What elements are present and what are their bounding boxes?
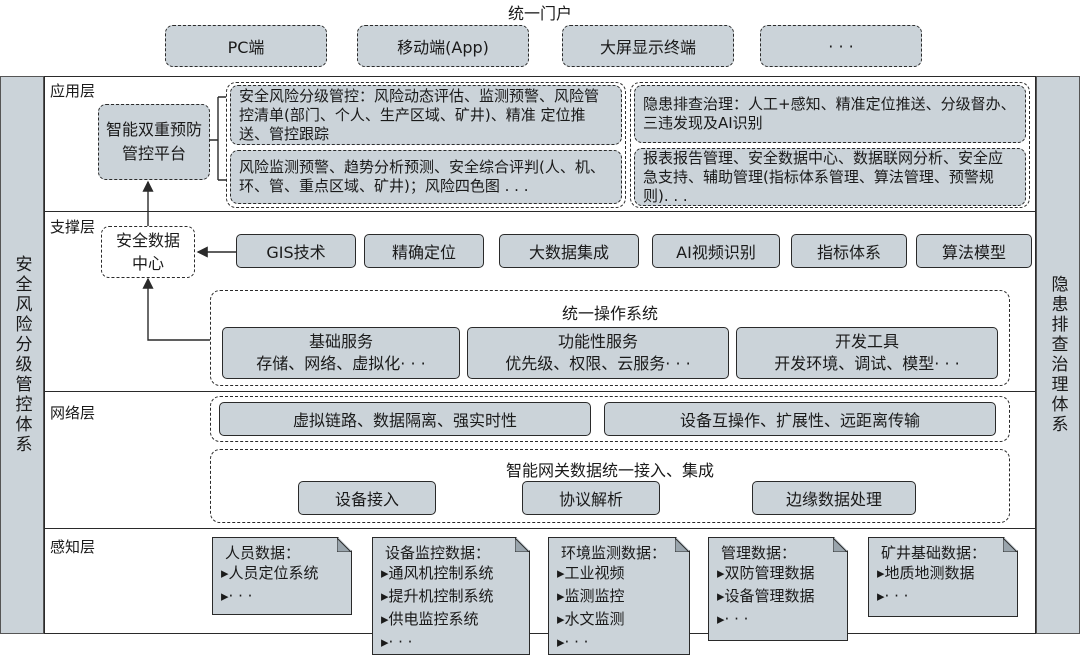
portal-pc[interactable]: PC端 (165, 25, 327, 67)
service-dev-tools-name: 开发工具 (834, 332, 899, 351)
gateway-title: 智能网关数据统一接入、集成 (505, 461, 714, 480)
doc-equipment-item-4-label: · · · (388, 633, 413, 651)
layer-label-perception: 感知层 (50, 538, 96, 556)
divider-perception (44, 528, 1036, 529)
doc-management-title: 管理数据： (721, 544, 797, 562)
safety-data-center[interactable]: 安全数据中心 (101, 226, 195, 278)
doc-personnel-item-2: ▸· · · (221, 587, 253, 605)
risk-control-box[interactable]: 安全风险分级管控：风险动态评估、监测预警、风险管控清单(部门、个人、生产区域、矿… (230, 85, 622, 145)
doc-mine-basic-data[interactable]: 矿井基础数据： ▸地质地测数据 ▸· · · (868, 537, 1018, 617)
portal-title: 统一门户 (507, 4, 572, 23)
service-functional-detail: 优先级、权限、云服务· · · (505, 354, 691, 373)
doc-mine-item-2-label: · · · (884, 587, 909, 605)
service-basic[interactable]: 基础服务 存储、网络、虚拟化· · · (222, 327, 460, 379)
hazard-text: 隐患排查治理：人工+感知、精准定位推送、分级督办、三违发现及AI识别 (643, 95, 1016, 132)
main-frame (44, 76, 1036, 634)
portal-large-screen[interactable]: 大屏显示终端 (562, 25, 734, 67)
doc-equipment-item-2: ▸提升机控制系统 (381, 587, 494, 605)
doc-management-item-3-label: · · · (724, 610, 749, 628)
doc-mine-item-2: ▸· · · (877, 587, 909, 605)
doc-mine-item-1-label: 地质地测数据 (884, 564, 975, 582)
fold-corner-icon (675, 538, 689, 552)
platform-label: 智能双重预防管控平台 (105, 120, 202, 163)
doc-equipment-title: 设备监控数据： (385, 544, 491, 562)
network-feature-virtual-link[interactable]: 虚拟链路、数据隔离、强实时性 (219, 402, 591, 436)
tech-ai-video[interactable]: AI视频识别 (652, 234, 780, 268)
doc-equipment-monitoring[interactable]: 设备监控数据： ▸通风机控制系统 ▸提升机控制系统 ▸供电监控系统 ▸· · · (372, 537, 530, 655)
doc-environment-item-4-label: · · · (564, 633, 589, 651)
divider-network (44, 391, 1036, 392)
reports-box[interactable]: 报表报告管理、安全数据中心、数据联网分析、安全应急支持、辅助管理(指标体系管理、… (634, 148, 1026, 206)
doc-environment-item-2: ▸监测监控 (557, 587, 625, 605)
risk-control-text: 安全风险分级管控：风险动态评估、监测预警、风险管控清单(部门、个人、生产区域、矿… (239, 86, 600, 143)
gateway-edge-processing[interactable]: 边缘数据处理 (752, 481, 916, 515)
doc-environment-monitoring[interactable]: 环境监测数据： ▸工业视频 ▸监测监控 ▸水文监测 ▸· · · (548, 537, 690, 655)
doc-personnel-item-1: ▸人员定位系统 (221, 564, 319, 582)
doc-environment-title: 环境监测数据： (561, 544, 667, 562)
doc-equipment-item-2-label: 提升机控制系统 (388, 587, 494, 605)
doc-personnel-title: 人员数据： (225, 544, 301, 562)
portal-more[interactable]: · · · (760, 25, 922, 67)
doc-mine-item-1: ▸地质地测数据 (877, 564, 975, 582)
right-sidebar-label: 隐患排查治理体系 (1047, 275, 1068, 435)
left-sidebar-label: 安全风险分级管控体系 (11, 255, 32, 455)
fold-corner-icon (1003, 538, 1017, 552)
doc-management-item-2: ▸设备管理数据 (717, 587, 815, 605)
tech-algorithms[interactable]: 算法模型 (916, 234, 1032, 268)
service-functional-name: 功能性服务 (557, 332, 638, 351)
left-sidebar: 安全风险分级管控体系 (0, 76, 44, 634)
service-dev-tools[interactable]: 开发工具 开发环境、调试、模型· · · (736, 327, 998, 379)
doc-environment-item-3-label: 水文监测 (564, 610, 625, 628)
right-sidebar: 隐患排查治理体系 (1036, 76, 1080, 634)
layer-label-support: 支撑层 (50, 218, 96, 236)
bracket-platform (210, 96, 226, 181)
fold-corner-icon (337, 538, 351, 552)
service-basic-name: 基础服务 (308, 332, 373, 351)
portal-mobile[interactable]: 移动端(App) (357, 25, 529, 67)
doc-management-item-3: ▸· · · (717, 610, 749, 628)
doc-management-item-1-label: 双防管理数据 (724, 564, 815, 582)
doc-management-item-1: ▸双防管理数据 (717, 564, 815, 582)
arrow-os-to-datacenter (142, 277, 210, 341)
risk-monitor-text: 风险监测预警、趋势分析预测、安全综合评判(人、机、环、管、重点区域、矿井)；风险… (239, 158, 605, 195)
doc-personnel-item-1-label: 人员定位系统 (228, 564, 319, 582)
doc-management-item-2-label: 设备管理数据 (724, 587, 815, 605)
tech-indicators[interactable]: 指标体系 (791, 234, 907, 268)
smart-dual-prevention-platform[interactable]: 智能双重预防管控平台 (98, 104, 210, 180)
layer-label-network: 网络层 (50, 404, 96, 422)
service-functional[interactable]: 功能性服务 优先级、权限、云服务· · · (467, 327, 729, 379)
divider-support (44, 211, 1036, 212)
doc-environment-item-3: ▸水文监测 (557, 610, 625, 628)
fold-corner-icon (833, 538, 847, 552)
doc-personnel-item-2-label: · · · (228, 587, 253, 605)
doc-management-data[interactable]: 管理数据： ▸双防管理数据 ▸设备管理数据 ▸· · · (708, 537, 848, 641)
doc-environment-item-1-label: 工业视频 (564, 564, 625, 582)
layer-label-application: 应用层 (50, 82, 96, 100)
doc-environment-item-2-label: 监测监控 (564, 587, 625, 605)
reports-text: 报表报告管理、安全数据中心、数据联网分析、安全应急支持、辅助管理(指标体系管理、… (643, 148, 1004, 205)
service-basic-detail: 存储、网络、虚拟化· · · (256, 354, 426, 373)
risk-monitor-box[interactable]: 风险监测预警、趋势分析预测、安全综合评判(人、机、环、管、重点区域、矿井)；风险… (230, 150, 622, 204)
tech-positioning[interactable]: 精确定位 (364, 234, 484, 268)
data-center-label: 安全数据中心 (115, 231, 180, 273)
doc-environment-item-1: ▸工业视频 (557, 564, 625, 582)
fold-corner-icon (515, 538, 529, 552)
tech-big-data[interactable]: 大数据集成 (499, 234, 639, 268)
doc-environment-item-4: ▸· · · (557, 633, 589, 651)
tech-gis[interactable]: GIS技术 (236, 234, 356, 268)
doc-equipment-item-1: ▸通风机控制系统 (381, 564, 494, 582)
doc-personnel-data[interactable]: 人员数据： ▸人员定位系统 ▸· · · (212, 537, 352, 615)
network-feature-interop[interactable]: 设备互操作、扩展性、远距离传输 (604, 402, 996, 436)
doc-equipment-item-1-label: 通风机控制系统 (388, 564, 494, 582)
hazard-box[interactable]: 隐患排查治理：人工+感知、精准定位推送、分级督办、三违发现及AI识别 (634, 85, 1026, 143)
gateway-device-access[interactable]: 设备接入 (298, 481, 436, 515)
doc-equipment-item-3: ▸供电监控系统 (381, 610, 479, 628)
gateway-protocol-parsing[interactable]: 协议解析 (522, 481, 660, 515)
service-dev-tools-detail: 开发环境、调试、模型· · · (774, 354, 960, 373)
doc-equipment-item-3-label: 供电监控系统 (388, 610, 479, 628)
unified-os-title: 统一操作系统 (561, 304, 658, 323)
doc-equipment-item-4: ▸· · · (381, 633, 413, 651)
doc-mine-title: 矿井基础数据： (881, 544, 987, 562)
